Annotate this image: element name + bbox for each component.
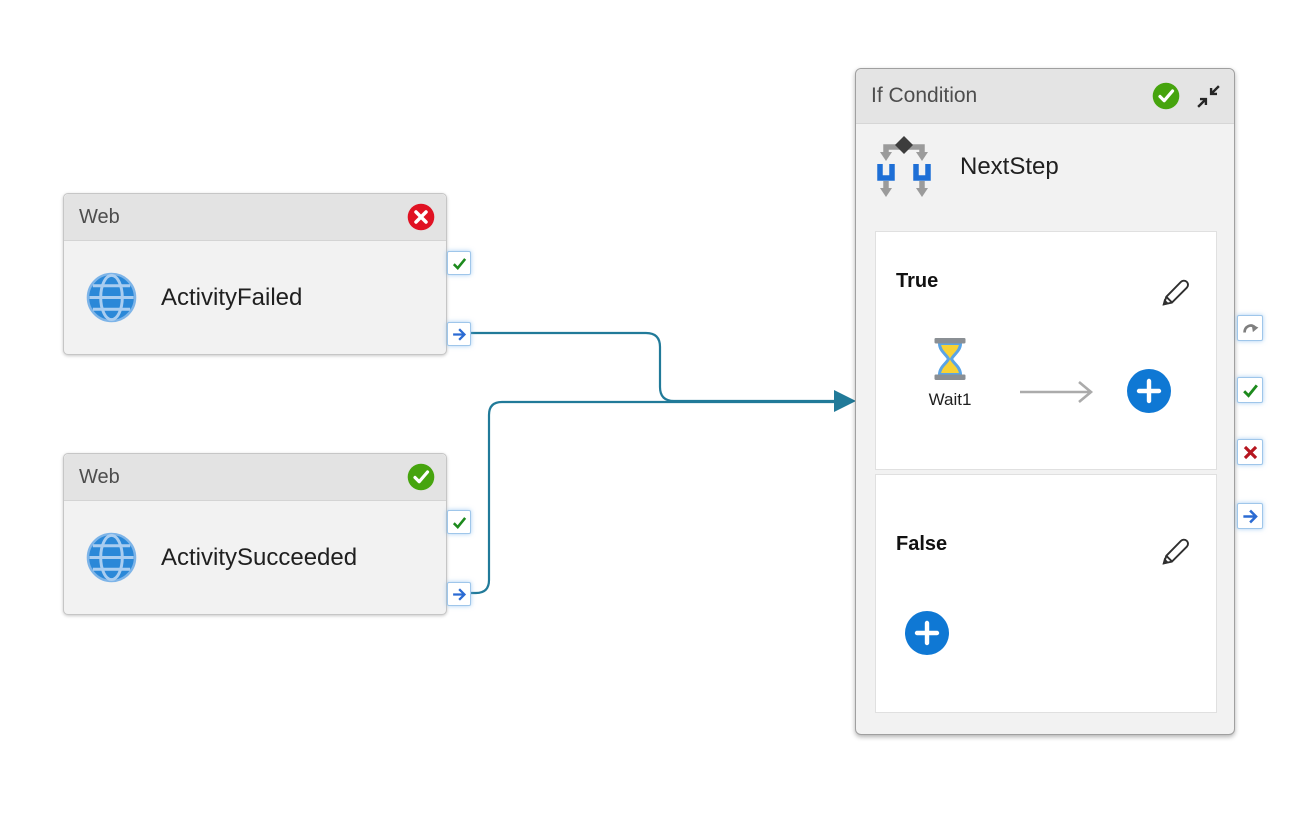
wait-activity[interactable]: Wait1: [914, 338, 986, 410]
branch-diamond-icon: [872, 133, 936, 201]
port-success-activitysucceeded[interactable]: [447, 510, 471, 534]
globe-icon: [85, 271, 138, 324]
activity-body: ActivityFailed: [64, 241, 446, 354]
port-success-nextstep[interactable]: [1237, 377, 1263, 403]
activity-header: Web: [64, 454, 446, 501]
port-skipped-nextstep[interactable]: [1237, 315, 1263, 341]
success-check-circle-icon: [1152, 82, 1180, 110]
activity-header: Web: [64, 194, 446, 241]
port-completion-activityfailed[interactable]: [447, 322, 471, 346]
success-check-circle-icon: [407, 463, 435, 491]
activity-body: ActivitySucceeded: [64, 501, 446, 614]
activity-name: ActivitySucceeded: [161, 543, 358, 571]
port-completion-activitysucceeded[interactable]: [447, 582, 471, 606]
pencil-icon[interactable]: [1158, 531, 1190, 571]
activity-box-activitysucceeded[interactable]: Web ActivitySucceeded: [63, 453, 471, 615]
activity-name: ActivityFailed: [161, 283, 303, 311]
if-condition-name-row: NextStep: [872, 133, 1059, 201]
activity-type-label: If Condition: [871, 84, 978, 107]
port-completion-nextstep[interactable]: [1237, 503, 1263, 529]
connector-activityfailed-to-nextstep[interactable]: [471, 331, 838, 403]
hourglass-icon: [933, 338, 967, 384]
if-condition-header: If Condition: [856, 69, 1234, 124]
gray-arrow-icon: [1018, 379, 1104, 410]
plus-circle-icon[interactable]: [905, 611, 949, 655]
port-success-activityfailed[interactable]: [447, 251, 471, 275]
collapse-arrows-icon[interactable]: [1194, 82, 1222, 110]
branch-label: True: [896, 270, 939, 292]
port-failure-nextstep[interactable]: [1237, 439, 1263, 465]
activity-name: NextStep: [960, 153, 1059, 180]
wait-activity-name: Wait1: [928, 390, 972, 409]
activity-box-activityfailed[interactable]: Web ActivityFailed: [63, 193, 471, 355]
activity-type-label: Web: [79, 465, 120, 488]
branch-label: False: [896, 533, 948, 555]
true-branch-card[interactable]: True Wait1: [875, 231, 1217, 470]
activity-type-label: Web: [79, 205, 120, 228]
globe-icon: [85, 531, 138, 584]
connector-activitysucceeded-to-nextstep[interactable]: [471, 400, 838, 595]
false-branch-card[interactable]: False: [875, 474, 1217, 713]
plus-circle-icon[interactable]: [1127, 369, 1171, 413]
error-x-circle-icon: [407, 203, 435, 231]
pencil-icon[interactable]: [1158, 272, 1190, 312]
activity-box-ifcondition[interactable]: If Condition: [855, 68, 1263, 735]
